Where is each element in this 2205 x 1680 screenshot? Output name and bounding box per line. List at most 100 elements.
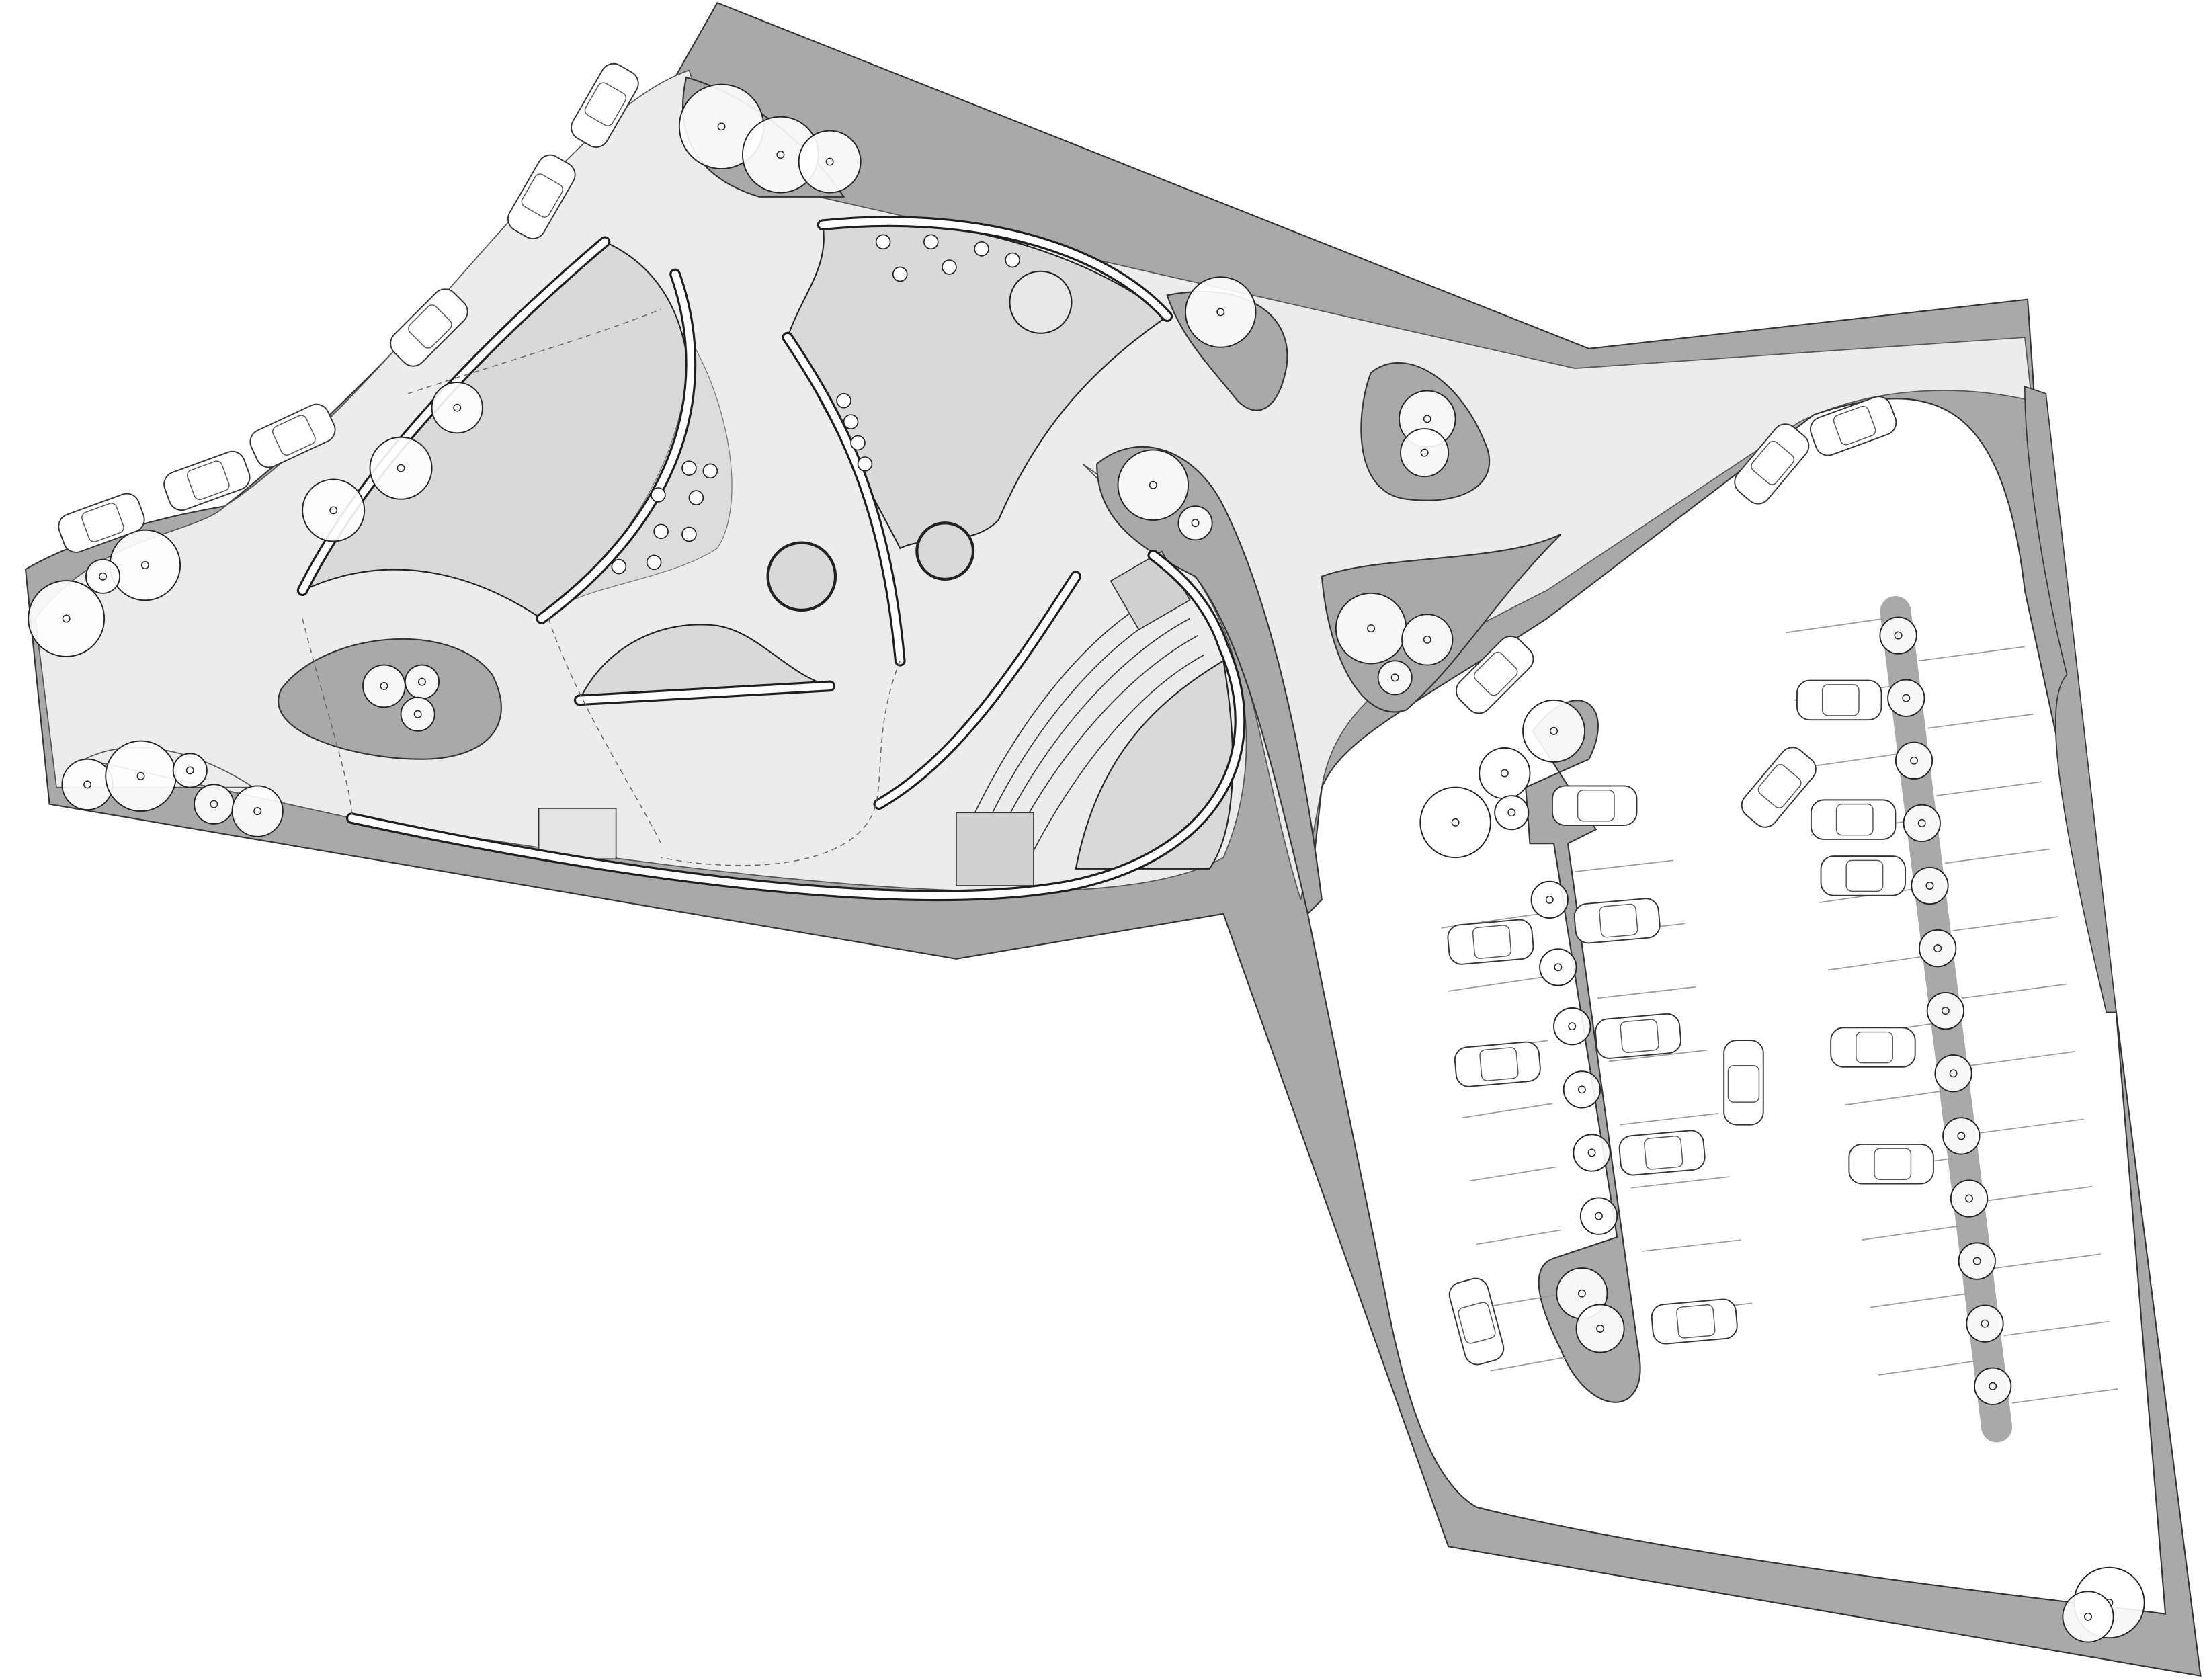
tree-icon bbox=[1579, 1197, 1618, 1235]
tree-icon bbox=[61, 758, 114, 810]
tree-icon bbox=[1401, 614, 1454, 666]
car-icon bbox=[1595, 1013, 1682, 1059]
tree-icon bbox=[431, 382, 483, 434]
tree-icon bbox=[741, 116, 819, 194]
ramp-block bbox=[956, 812, 1034, 886]
walls bbox=[296, 216, 1246, 901]
tree-icon bbox=[1958, 1242, 1996, 1280]
tree-icon bbox=[1575, 1304, 1625, 1353]
stall-line bbox=[1827, 955, 1927, 971]
stall-line bbox=[1970, 1051, 2076, 1066]
stall-line bbox=[1597, 986, 1696, 999]
table bbox=[843, 414, 859, 429]
table bbox=[681, 460, 697, 476]
car-icon bbox=[1796, 679, 1882, 721]
car-icon bbox=[1447, 919, 1534, 965]
stall-line bbox=[1490, 1356, 1570, 1372]
tree-icon bbox=[105, 740, 177, 812]
table bbox=[653, 523, 669, 540]
table bbox=[923, 234, 939, 250]
car-icon bbox=[163, 450, 251, 511]
tree-icon bbox=[1494, 795, 1530, 831]
tree-icon bbox=[1903, 804, 1941, 843]
tree-icon bbox=[1919, 929, 1957, 968]
table bbox=[857, 456, 873, 472]
tree-icon bbox=[1400, 428, 1450, 478]
tree-icon bbox=[194, 784, 235, 825]
cars bbox=[58, 62, 1934, 1366]
car-icon bbox=[1455, 635, 1534, 714]
tree-icon bbox=[1419, 786, 1491, 859]
table bbox=[836, 392, 851, 409]
tree-icon bbox=[1950, 1179, 1989, 1218]
tree-icon bbox=[1573, 1134, 1611, 1172]
stall-line bbox=[1642, 1239, 1741, 1252]
stall-line bbox=[1469, 1166, 1557, 1182]
tree-icon bbox=[1177, 505, 1213, 541]
stall-line bbox=[1961, 983, 2067, 999]
wall bbox=[348, 552, 1244, 899]
car-icon bbox=[1810, 799, 1897, 840]
stall-line bbox=[1995, 1253, 2101, 1269]
stall-line bbox=[1878, 1360, 1977, 1376]
stall-line bbox=[1476, 1229, 1561, 1245]
stall-line bbox=[1620, 1113, 1718, 1126]
tree-icon bbox=[1974, 1367, 2012, 1405]
table bbox=[646, 554, 662, 571]
tree-icon bbox=[1184, 276, 1257, 348]
tree-icon bbox=[1895, 741, 1933, 780]
car-icon bbox=[1573, 898, 1661, 944]
tree-icon bbox=[1530, 880, 1569, 919]
tree-icon bbox=[109, 529, 181, 601]
car-icon bbox=[390, 288, 468, 367]
tree-icon bbox=[1934, 1054, 1972, 1093]
tree-icon bbox=[1522, 699, 1586, 763]
table bbox=[974, 241, 989, 257]
stall-line bbox=[1631, 1176, 1730, 1189]
planting-strip-east bbox=[2024, 386, 2117, 1013]
tree-icon bbox=[404, 664, 440, 700]
tree-icon bbox=[28, 580, 106, 657]
stall-line bbox=[1608, 1049, 1708, 1062]
car-icon bbox=[1651, 1298, 1738, 1345]
table bbox=[1005, 252, 1020, 268]
table bbox=[688, 490, 704, 505]
stall-line bbox=[1862, 1225, 1960, 1241]
table bbox=[850, 435, 866, 451]
stair-block bbox=[538, 808, 617, 860]
tree-icon bbox=[1117, 449, 1190, 521]
tree-icon bbox=[1539, 948, 1577, 986]
tree-icon bbox=[1942, 1117, 1981, 1155]
tree-icon bbox=[172, 753, 208, 788]
table bbox=[892, 266, 908, 282]
car-icon bbox=[1810, 396, 1897, 456]
car-icon bbox=[249, 403, 336, 468]
tree-icon bbox=[85, 558, 121, 594]
tree-icon bbox=[1553, 1007, 1591, 1046]
trees bbox=[28, 83, 2145, 1643]
stall-line bbox=[1575, 859, 1673, 872]
tree-icon bbox=[1926, 992, 1965, 1030]
car-icon bbox=[1723, 1040, 1764, 1126]
table bbox=[681, 526, 697, 542]
tree-icon bbox=[1879, 616, 1917, 655]
rotunda-east bbox=[915, 521, 975, 581]
table bbox=[942, 259, 957, 275]
tree-icon bbox=[1377, 660, 1413, 696]
stall-line bbox=[1870, 1292, 1969, 1308]
stall-line bbox=[1987, 1185, 2093, 1202]
kiosk-building-floor bbox=[578, 624, 830, 701]
tree-icon bbox=[798, 130, 862, 194]
car-icon bbox=[1552, 785, 1638, 826]
tree-icon bbox=[400, 696, 435, 732]
tree-icon bbox=[2062, 1591, 2114, 1643]
car-icon bbox=[1448, 1277, 1505, 1366]
car-icon bbox=[1741, 747, 1817, 828]
wall bbox=[538, 270, 695, 622]
tree-icon bbox=[302, 478, 366, 542]
tree-icon bbox=[369, 436, 433, 500]
stall-line bbox=[1978, 1118, 2084, 1134]
wall bbox=[875, 573, 1079, 808]
car-icon bbox=[1848, 1143, 1934, 1185]
